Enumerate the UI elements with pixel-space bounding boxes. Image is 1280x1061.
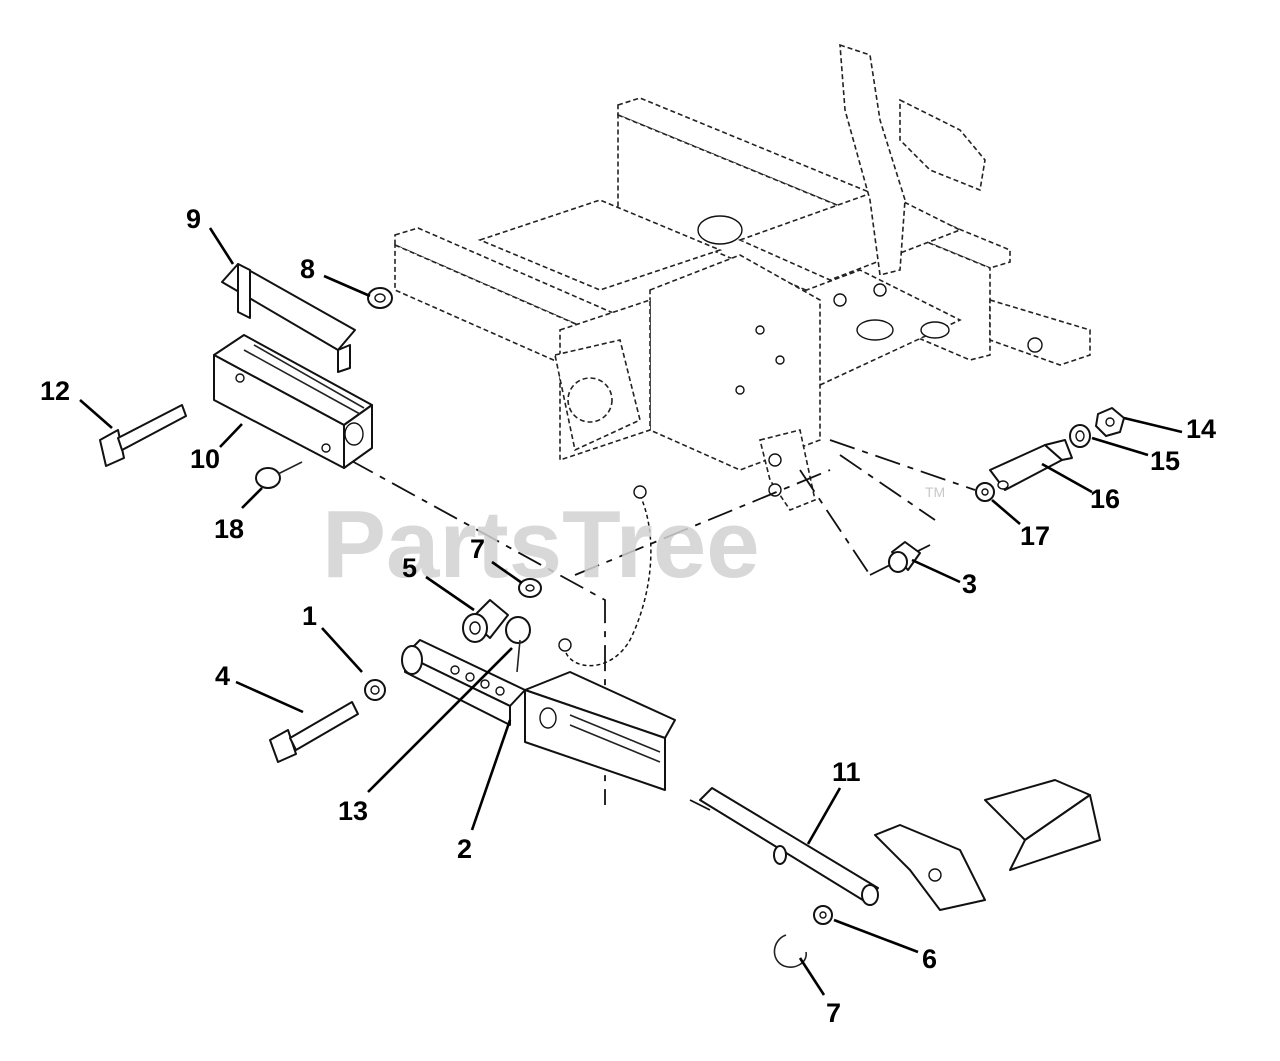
part-1-washer xyxy=(364,679,386,701)
part-14-nut xyxy=(1095,407,1125,437)
leader-5 xyxy=(425,575,475,612)
callout-labels: 1 2 3 4 5 6 7 7 8 9 10 11 12 13 14 15 16… xyxy=(40,204,1216,1028)
part-2-drawbar xyxy=(401,639,676,791)
leader-11 xyxy=(806,787,842,845)
part-10-weight-block xyxy=(213,334,373,469)
part-5-bushing xyxy=(462,599,509,643)
part-4-bolt xyxy=(269,701,359,763)
leader-16 xyxy=(1041,462,1093,494)
tractor-frame xyxy=(394,43,1091,511)
part-12-bolt xyxy=(99,404,187,467)
callout-3: 3 xyxy=(962,569,977,599)
part-9-plate xyxy=(221,263,356,373)
part-7-washer-top xyxy=(518,578,542,598)
callout-10: 10 xyxy=(190,444,220,474)
leader-8 xyxy=(323,274,371,298)
part-16-strap xyxy=(989,439,1073,491)
callout-2: 2 xyxy=(457,834,472,864)
leader-7a xyxy=(491,560,523,585)
callout-9: 9 xyxy=(186,204,201,234)
leader-17 xyxy=(991,499,1021,525)
leader-3 xyxy=(911,558,961,584)
part-18-screw xyxy=(255,461,303,489)
leader-7b xyxy=(798,957,826,996)
part-6-washer xyxy=(813,905,833,925)
callout-17: 17 xyxy=(1020,521,1050,551)
assembly-lines xyxy=(349,439,976,811)
callout-6: 6 xyxy=(922,944,937,974)
leader-1 xyxy=(321,627,363,673)
callout-18: 18 xyxy=(214,514,244,544)
watermark-trademark: TM xyxy=(925,484,945,500)
callout-15: 15 xyxy=(1150,446,1180,476)
leader-9 xyxy=(208,227,235,265)
part-11-pin xyxy=(699,787,879,906)
part-17-washer xyxy=(975,482,995,502)
leader-15 xyxy=(1091,436,1149,457)
leader-14 xyxy=(1123,416,1183,434)
callout-12: 12 xyxy=(40,376,70,406)
callout-7-bottom: 7 xyxy=(826,998,841,1028)
deck-link xyxy=(874,779,1101,911)
callout-5: 5 xyxy=(402,553,417,583)
part-7-clip-bottom xyxy=(773,934,807,968)
callout-4: 4 xyxy=(215,661,230,691)
watermark-text: PartsTree xyxy=(322,491,760,598)
callout-16: 16 xyxy=(1090,484,1120,514)
leader-12 xyxy=(79,399,113,429)
leader-18 xyxy=(241,487,263,509)
leader-lines xyxy=(79,227,1183,996)
callout-11: 11 xyxy=(832,757,861,787)
leader-6 xyxy=(833,918,919,954)
leader-10 xyxy=(219,423,243,448)
callout-13: 13 xyxy=(338,796,368,826)
callout-7-top: 7 xyxy=(470,534,485,564)
leader-2 xyxy=(470,719,512,831)
callout-8: 8 xyxy=(300,254,315,284)
watermark: PartsTree TM xyxy=(322,484,945,598)
part-8-nut xyxy=(367,287,393,309)
leader-13 xyxy=(367,647,513,793)
part-15-washer xyxy=(1069,424,1091,448)
callout-1: 1 xyxy=(302,601,317,631)
part-13-hitch-pin xyxy=(505,616,531,673)
callout-14: 14 xyxy=(1186,414,1216,444)
part-3-spacer xyxy=(888,541,921,573)
leader-4 xyxy=(235,680,304,714)
